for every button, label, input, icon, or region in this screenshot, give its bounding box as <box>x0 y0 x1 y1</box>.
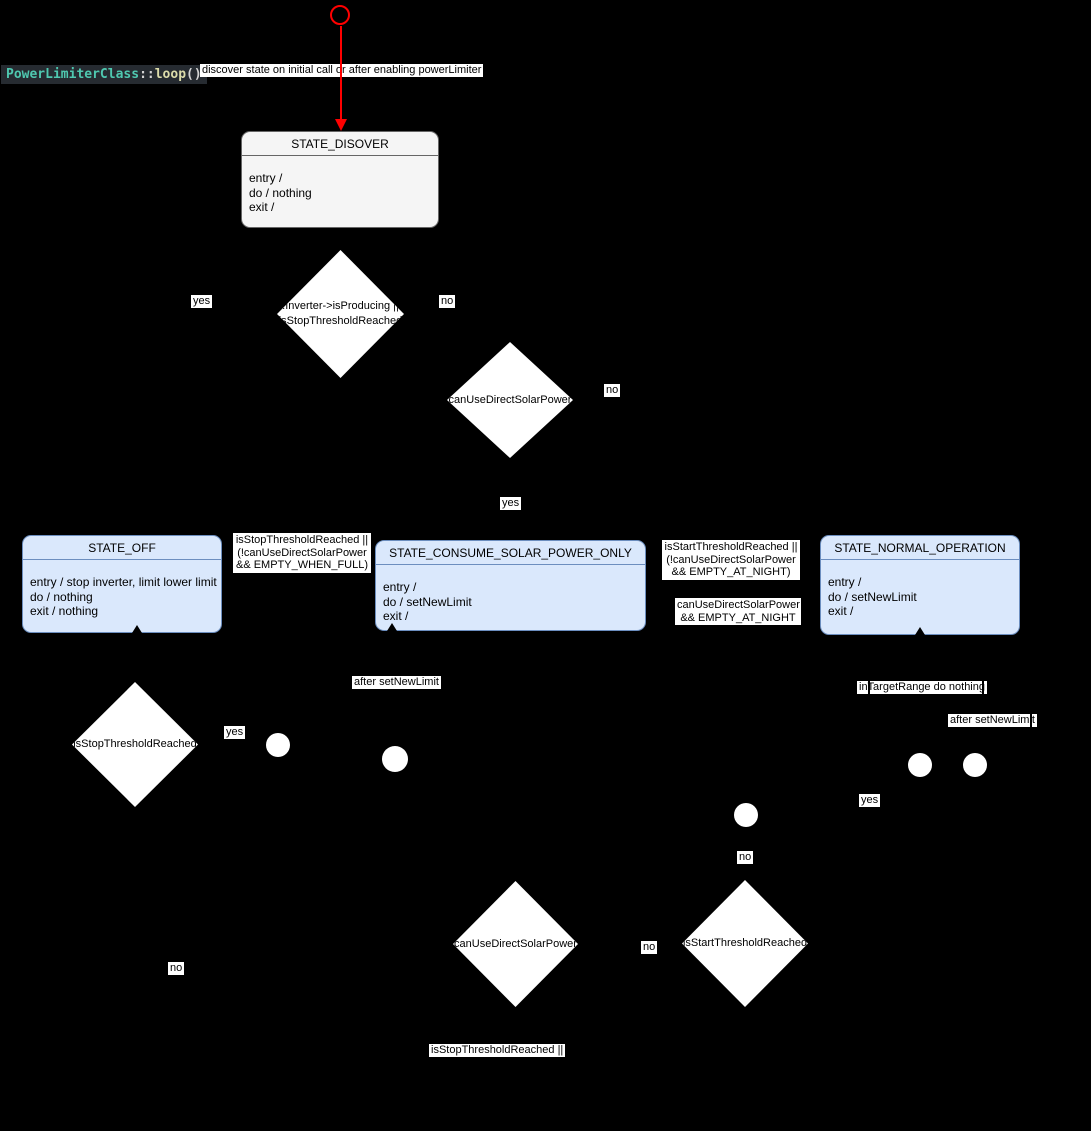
decision-diamond-start-threshold-reached: isStartThresholdReached <box>682 880 808 1007</box>
edge-label-yes: yes <box>224 726 246 739</box>
edge-label-yes: yes <box>191 295 213 308</box>
edge-label-guard-bottom: isStopThresholdReached || <box>429 1044 566 1057</box>
decision-label-line: isStopThresholdReached <box>278 315 403 327</box>
state-title: STATE_DISOVER <box>242 132 438 156</box>
state-box-off: STATE_OFF entry / stop inverter, limit l… <box>22 535 222 633</box>
scope-token: :: <box>139 67 155 82</box>
state-title: STATE_CONSUME_SOLAR_POWER_ONLY <box>376 541 645 565</box>
guard-line: && EMPTY_AT_NIGHT <box>680 611 796 624</box>
initial-transition-arrowhead-icon <box>335 119 347 131</box>
state-body-line: entry / <box>249 171 283 185</box>
state-body-line: exit / <box>249 200 275 214</box>
arrowhead-up-icon <box>387 623 397 631</box>
decision-diamond-can-use-direct-solar-power-2: canUseDirectSolarPower <box>453 881 578 1007</box>
guard-line: (!canUseDirectSolarPower <box>237 546 367 559</box>
arrowhead-up-icon <box>132 625 142 633</box>
state-body-line: do / setNewLimit <box>828 589 917 604</box>
state-body-line: entry / stop inverter, limit lower limit <box>30 575 217 589</box>
state-box-discover: STATE_DISOVER entry / do / nothing exit … <box>241 131 439 228</box>
junction-circle <box>382 746 408 772</box>
decision-label-line: canUseDirectSolarPower <box>448 393 572 406</box>
decision-label-line: canUseDirectSolarPower <box>454 937 577 950</box>
decision-label-line: !Inverter->isProducing || <box>282 300 399 312</box>
class-name-token: PowerLimiterClass <box>6 67 140 82</box>
junction-circle <box>963 753 987 777</box>
guard-line: && EMPTY_AT_NIGHT) <box>671 566 791 578</box>
edge-label-no: no <box>737 851 754 864</box>
state-title: STATE_OFF <box>23 536 221 560</box>
guard-line: (!canUseDirectSolarPower <box>666 553 796 566</box>
decision-label-line: isStopThresholdReached <box>73 738 197 750</box>
initial-transition-line <box>340 26 342 119</box>
state-box-normal-operation: STATE_NORMAL_OPERATION entry / do / setN… <box>820 535 1020 635</box>
edge-label-no: no <box>604 384 621 397</box>
state-box-consume-solar-power-only: STATE_CONSUME_SOLAR_POWER_ONLY entry / d… <box>375 540 646 631</box>
state-body-line: exit / <box>828 604 854 618</box>
junction-circle <box>908 753 932 777</box>
edge-label-no: no <box>439 295 456 308</box>
decision-label-line: isStartThresholdReached <box>682 937 808 949</box>
state-body-line: exit / <box>383 609 409 623</box>
decision-diamond-can-use-direct-solar-power: canUseDirectSolarPower <box>447 342 573 458</box>
edge-label-no: no <box>168 962 185 975</box>
guard-line: isStopThresholdReached || <box>235 534 369 546</box>
code-label: PowerLimiterClass::loop() <box>1 65 207 84</box>
edge-line-segment <box>982 681 984 696</box>
edge-label-after-setnewlimit: after setNewLimit <box>352 676 441 689</box>
decision-diamond-inverter-producing: !Inverter->isProducing || isStopThreshol… <box>277 250 404 378</box>
edge-label-yes: yes <box>859 794 881 807</box>
edge-label-guard-to-consume: isStartThresholdReached || (!canUseDirec… <box>662 540 800 580</box>
junction-circle <box>266 733 290 757</box>
state-body-line: exit / nothing <box>30 604 99 618</box>
edge-line-segment <box>1030 714 1032 730</box>
junction-circle <box>734 803 758 827</box>
method-token: loop <box>154 67 187 82</box>
edge-label-guard-to-normal: canUseDirectSolarPower && EMPTY_AT_NIGHT <box>675 598 801 625</box>
state-body-line: do / setNewLimit <box>383 594 472 609</box>
parens-token: () <box>186 67 202 82</box>
guard-line: isStartThresholdReached || <box>664 541 798 553</box>
arrowhead-up-icon <box>915 627 925 635</box>
edge-label-after-setnewlimit: after setNewLimit <box>948 714 1037 727</box>
decision-diamond-stop-threshold-reached: isStopThresholdReached <box>72 682 198 807</box>
state-body-line: do / nothing <box>249 185 312 200</box>
state-body-line: entry / <box>828 575 862 589</box>
state-body-line: do / nothing <box>30 589 93 604</box>
guard-line: && EMPTY_WHEN_FULL) <box>235 559 369 571</box>
guard-line: canUseDirectSolarPower <box>677 599 800 611</box>
edge-label-no: no <box>641 941 658 954</box>
edge-label-guard-to-off: isStopThresholdReached || (!canUseDirect… <box>233 533 371 573</box>
state-title: STATE_NORMAL_OPERATION <box>821 536 1019 560</box>
state-body-line: entry / <box>383 580 417 594</box>
edge-label-in-target-range: inTargetRange do nothing <box>857 681 987 694</box>
initial-state-node <box>330 5 350 25</box>
edge-line-segment <box>868 681 870 696</box>
edge-label-yes: yes <box>500 497 522 510</box>
